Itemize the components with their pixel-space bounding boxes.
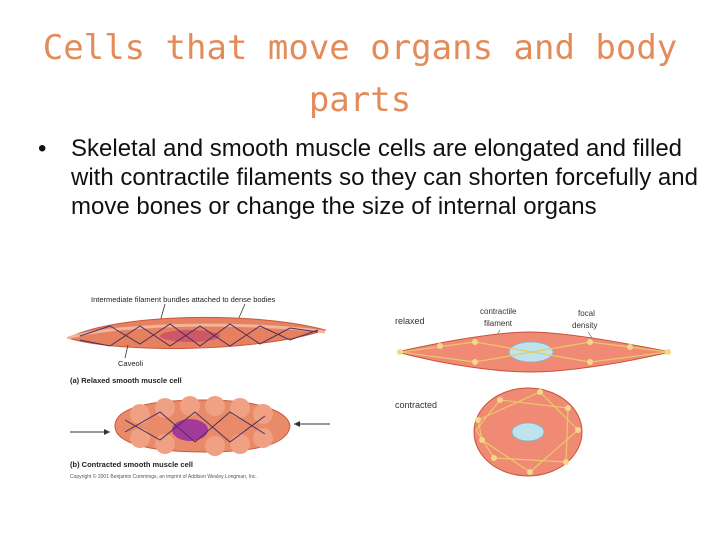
caption-relaxed: (a) Relaxed smooth muscle cell [70, 376, 182, 385]
relaxed-cell-drawing [66, 316, 327, 349]
contraction-arrows [70, 421, 330, 435]
filament-bundles-label: Intermediate filament bundles attached t… [91, 295, 276, 304]
slide-title: Cells that move organs and body parts [42, 28, 678, 120]
bullet-item: • Skeletal and smooth muscle cells are e… [38, 134, 698, 221]
contractile-label-1: contractile [480, 307, 517, 316]
copyright-text: Copyright © 2001 Benjamin Cummings, an i… [70, 473, 257, 480]
caveoli-label: Caveoli [118, 359, 143, 368]
contractile-label-2: filament [484, 319, 513, 328]
relaxed-schematic-cell [396, 331, 671, 373]
focal-label-1: focal [578, 309, 595, 318]
contracted-schematic-cell [473, 387, 583, 477]
relaxed-label: relaxed [395, 316, 425, 326]
contracted-label: contracted [395, 400, 437, 410]
bullet-text: Skeletal and smooth muscle cells are elo… [71, 135, 698, 220]
contracted-cell-drawing [114, 396, 291, 456]
focal-label-2: density [572, 321, 597, 330]
caption-contracted: (b) Contracted smooth muscle cell [70, 460, 193, 469]
bullet-marker: • [38, 135, 47, 162]
